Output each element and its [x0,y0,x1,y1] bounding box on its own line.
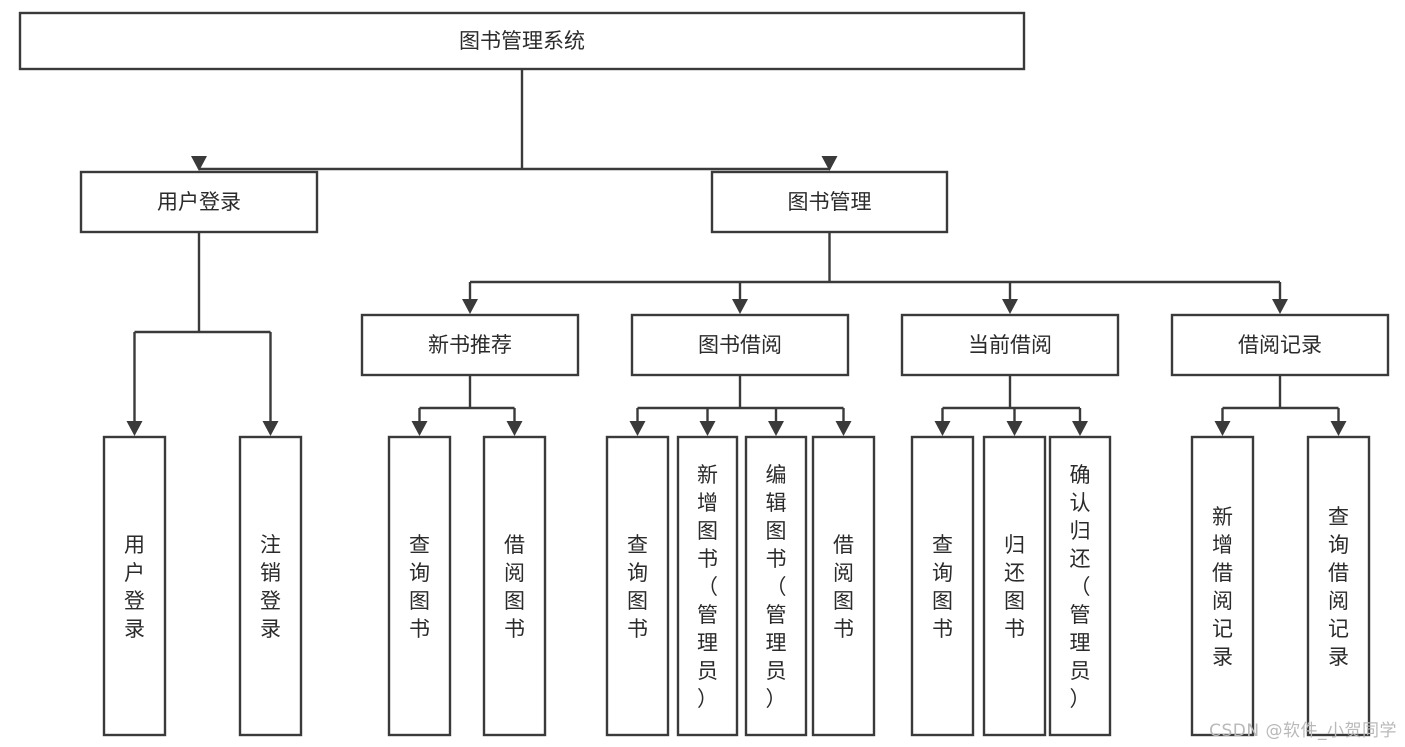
node-box [676,435,739,737]
node-label: 新增借阅记录 [1212,505,1233,669]
arrow-head-icon [732,299,748,314]
connector-layer [126,69,1347,436]
node-layer: 图书管理系统用户登录图书管理新书推荐图书借阅当前借阅借阅记录用户登录注销登录查询… [18,11,1390,737]
arrow-head-icon [126,421,143,436]
node-label: 确认归还（管理员） [1070,463,1091,711]
node-label: 新增图书（管理员） [697,463,718,711]
node-new-book-recommend[interactable]: 新书推荐 [360,313,580,377]
node-box [710,170,949,234]
node-leaf-query-book-1[interactable]: 查询图书 [387,435,452,737]
node-box [1306,435,1371,737]
node-label: 借阅图书 [504,533,525,641]
node-box [982,435,1047,737]
arrow-head-icon [1272,299,1288,314]
arrow-head-icon [462,299,478,314]
node-box [630,313,850,377]
node-root[interactable]: 图书管理系统 [18,11,1026,71]
arrow-head-icon [768,421,784,436]
arrow-head-icon [262,421,279,436]
node-book-manage[interactable]: 图书管理 [710,170,949,234]
node-leaf-edit-book[interactable]: 编辑图书（管理员） [744,435,808,737]
node-label: 图书管理系统 [459,29,585,53]
node-box [102,435,167,737]
node-leaf-add-book[interactable]: 新增图书（管理员） [676,435,739,737]
arrow-head-icon [629,421,646,436]
node-label: 借阅图书 [833,533,854,641]
node-box [1190,435,1255,737]
node-label: 查询图书 [932,533,953,641]
node-leaf-borrow-book-2[interactable]: 借阅图书 [811,435,876,737]
node-leaf-query-record[interactable]: 查询借阅记录 [1306,435,1371,737]
node-box [1170,313,1390,377]
node-leaf-query-book-3[interactable]: 查询图书 [910,435,975,737]
arrow-head-icon [1072,421,1088,436]
node-label: 用户登录 [124,533,145,641]
node-box [744,435,808,737]
node-leaf-user-logout[interactable]: 注销登录 [238,435,303,737]
node-leaf-return-book[interactable]: 归还图书 [982,435,1047,737]
node-label: 查询图书 [627,533,648,641]
node-leaf-confirm-return[interactable]: 确认归还（管理员） [1048,435,1112,737]
node-box [900,313,1120,377]
node-box [1048,435,1112,737]
node-label: 新书推荐 [428,333,512,357]
arrow-head-icon [506,421,523,436]
node-label: 查询图书 [409,533,430,641]
arrow-head-icon [191,156,207,171]
arrow-head-icon [1006,421,1023,436]
arrow-head-icon [1002,299,1018,314]
arrow-head-icon [1214,421,1231,436]
node-box [387,435,452,737]
arrow-head-icon [934,421,951,436]
node-user-login[interactable]: 用户登录 [79,170,319,234]
node-label: 图书借阅 [698,333,782,357]
node-label: 查询借阅记录 [1328,505,1349,669]
node-current-borrow[interactable]: 当前借阅 [900,313,1120,377]
node-box [79,170,319,234]
node-box [811,435,876,737]
node-label: 当前借阅 [968,333,1052,357]
node-leaf-user-login[interactable]: 用户登录 [102,435,167,737]
node-label: 注销登录 [260,533,281,641]
node-box [360,313,580,377]
node-label: 编辑图书（管理员） [766,463,787,711]
arrow-head-icon [835,421,852,436]
node-label: 借阅记录 [1238,333,1322,357]
node-label: 归还图书 [1004,533,1025,641]
node-box [238,435,303,737]
arrow-head-icon [411,421,428,436]
node-leaf-borrow-book-1[interactable]: 借阅图书 [482,435,547,737]
node-box [605,435,670,737]
node-leaf-add-record[interactable]: 新增借阅记录 [1190,435,1255,737]
arrow-head-icon [699,421,716,436]
node-box [18,11,1026,71]
arrow-head-icon [821,156,838,171]
node-label: 图书管理 [788,190,872,214]
node-box [482,435,547,737]
node-leaf-query-book-2[interactable]: 查询图书 [605,435,670,737]
node-label: 用户登录 [157,190,241,214]
node-borrow-record[interactable]: 借阅记录 [1170,313,1390,377]
node-box [910,435,975,737]
arrow-head-icon [1330,421,1347,436]
node-book-borrow[interactable]: 图书借阅 [630,313,850,377]
